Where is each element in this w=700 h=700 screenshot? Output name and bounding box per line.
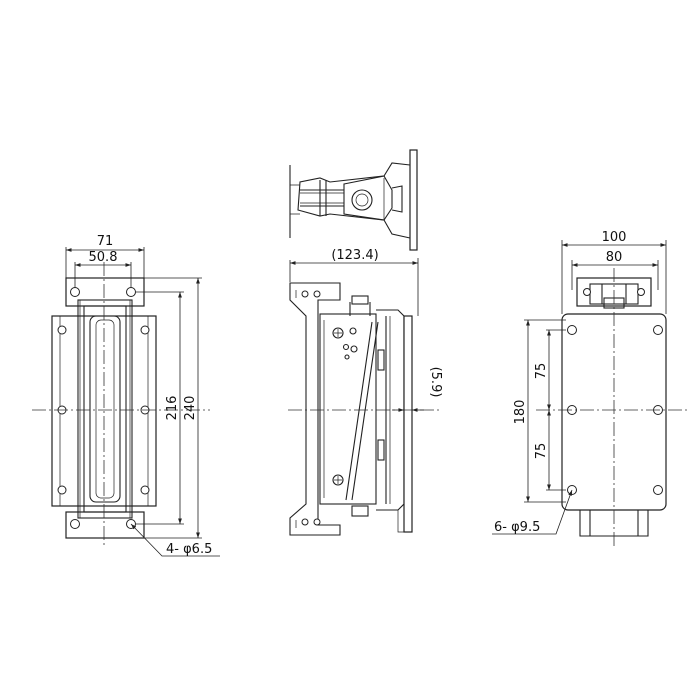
dim-front-height-240: 240 bbox=[183, 396, 198, 421]
side-view bbox=[288, 282, 440, 536]
dim-back-pitch-lower: 75 bbox=[534, 443, 549, 460]
dim-front-height-216: 216 bbox=[165, 396, 180, 421]
back-view bbox=[536, 268, 690, 548]
dim-back-width-outer: 100 bbox=[602, 230, 627, 245]
dim-back-pitch-upper: 75 bbox=[534, 363, 549, 380]
dim-front-width-outer: 71 bbox=[97, 234, 114, 249]
dim-back-height: 180 bbox=[513, 400, 528, 425]
top-view bbox=[289, 149, 418, 251]
dim-side-offset: (5.9) bbox=[428, 367, 443, 398]
dim-side-depth: (123.4) bbox=[331, 248, 378, 263]
dim-front-width-inner: 50.8 bbox=[89, 250, 118, 265]
dim-front-holes: 4- φ6.5 bbox=[166, 542, 212, 557]
dim-back-holes: 6- φ9.5 bbox=[494, 520, 540, 535]
side-dimensions: (123.4) (5.9) bbox=[289, 248, 443, 418]
front-dimensions: 71 50.8 216 240 4- φ6.5 bbox=[65, 234, 220, 557]
back-dimensions: 100 80 180 75 75 6- φ9.5 bbox=[492, 230, 667, 535]
dim-back-width-inner: 80 bbox=[606, 250, 623, 265]
